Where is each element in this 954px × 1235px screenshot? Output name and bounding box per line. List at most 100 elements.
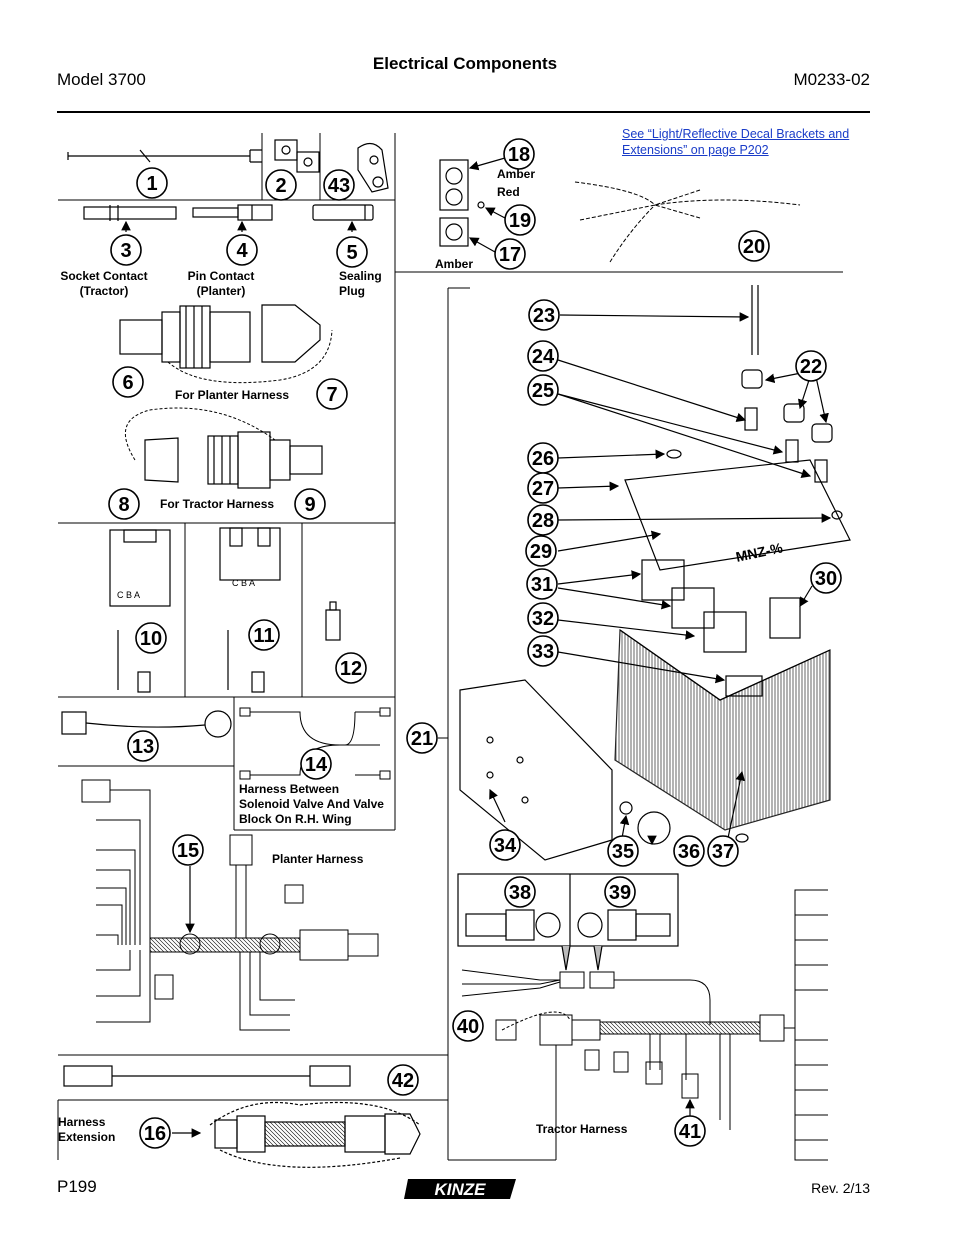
callout-13-num: 13 — [132, 736, 154, 758]
callout-6 — [112, 366, 144, 398]
callout-41 — [674, 1115, 706, 1147]
callout-36 — [673, 835, 705, 867]
callout-32 — [527, 602, 559, 634]
callout-14-num: 14 — [305, 754, 328, 776]
callout-29-num: 29 — [530, 541, 552, 563]
callout-28-num: 28 — [532, 510, 554, 532]
callout-7-num: 7 — [326, 384, 337, 406]
callout-31 — [526, 568, 558, 600]
callout-33-num: 33 — [532, 641, 554, 663]
callout-35 — [607, 835, 639, 867]
callout-30-num: 30 — [815, 568, 837, 590]
document-code: M0233-02 — [793, 70, 870, 89]
reference-link-line1: See “Light/Reflective Decal Brackets and — [622, 127, 850, 141]
callout-19-num: 19 — [509, 210, 531, 232]
callout-12 — [335, 652, 367, 684]
callout-21-num: 21 — [411, 728, 433, 750]
callout-9-num: 9 — [304, 494, 315, 516]
callout-20-num: 20 — [743, 236, 765, 258]
callout-11-num: 11 — [253, 625, 274, 647]
label-pin-contact-line1: Pin Contact — [187, 269, 255, 283]
revision: Rev. 2/13 — [811, 1180, 870, 1196]
callout-38-num: 38 — [509, 882, 531, 904]
label-sealing-plug-line2: Plug — [339, 284, 365, 298]
callout-6-num: 6 — [122, 372, 133, 394]
callout-25 — [527, 374, 559, 406]
header-rule — [57, 111, 870, 113]
callout-28 — [527, 504, 559, 536]
callout-18-num: 18 — [508, 144, 530, 166]
callout-20 — [738, 230, 770, 262]
callout-19 — [504, 204, 536, 236]
callout-5-num: 5 — [346, 242, 357, 264]
label-pin-contact: Pin Contact (Planter) — [176, 269, 266, 299]
grid-lines — [57, 133, 843, 1161]
callout-39 — [604, 876, 636, 908]
callout-10 — [135, 622, 167, 654]
callout-11 — [248, 619, 280, 651]
callout-24-num: 24 — [532, 346, 555, 368]
callout-15-num: 15 — [177, 840, 199, 862]
label-harness-between-line3: Block On R.H. Wing — [239, 812, 352, 826]
callout-9 — [294, 488, 326, 520]
label-for-planter-harness: For Planter Harness — [175, 388, 290, 402]
callout-34-num: 34 — [494, 835, 517, 857]
callout-7 — [316, 378, 348, 410]
label-harness-between: Harness Between Solenoid Valve And Valve… — [239, 782, 384, 827]
callout-2 — [265, 169, 297, 201]
label-harness-extension-line2: Extension — [58, 1130, 116, 1144]
callout-16-num: 16 — [144, 1123, 166, 1145]
callout-18 — [503, 138, 535, 170]
label-sealing-plug: Sealing Plug — [339, 269, 382, 299]
callout-15 — [172, 834, 204, 866]
callout-1 — [136, 167, 168, 199]
callout-26-num: 26 — [532, 448, 554, 470]
callout-14 — [300, 748, 332, 780]
callout-2-num: 2 — [275, 175, 286, 197]
reference-link-line2: Extensions” on page P202 — [622, 143, 769, 157]
callout-36-num: 36 — [678, 841, 700, 863]
callout-4-num: 4 — [236, 240, 248, 262]
callout-5 — [336, 236, 368, 268]
callout-1-num: 1 — [146, 173, 157, 195]
callout-17 — [494, 238, 526, 270]
callout-42-num: 42 — [392, 1070, 414, 1092]
label-socket-contact: Socket Contact (Tractor) — [54, 269, 154, 299]
callout-40-num: 40 — [457, 1016, 479, 1038]
callout-16 — [139, 1117, 171, 1149]
callout-22 — [795, 350, 827, 382]
callout-23-num: 23 — [533, 305, 555, 327]
callout-37 — [707, 835, 739, 867]
callout-12-num: 12 — [340, 658, 362, 680]
callout-8 — [108, 488, 140, 520]
callout-43 — [323, 169, 355, 201]
label-pin-contact-line2: (Planter) — [196, 284, 246, 298]
callout-35-num: 35 — [612, 841, 634, 863]
callout-25-num: 25 — [532, 380, 554, 402]
label-harness-between-line2: Solenoid Valve And Valve — [239, 797, 384, 811]
callout-37-num: 37 — [712, 841, 734, 863]
callout-41-num: 41 — [679, 1121, 701, 1143]
label-harness-extension: Harness Extension — [58, 1115, 115, 1145]
label-harness-extension-line1: Harness — [58, 1115, 106, 1129]
callout-40 — [452, 1010, 484, 1042]
label-amber-bottom: Amber — [435, 257, 474, 271]
connector-10-label: C B A — [117, 590, 140, 600]
label-amber-top: Amber — [497, 167, 536, 181]
callout-13 — [127, 730, 159, 762]
page-title: Electrical Components — [372, 54, 558, 73]
connector-11-label: C B A — [232, 578, 255, 588]
callout-21 — [406, 722, 438, 754]
callout-39-num: 39 — [609, 882, 631, 904]
label-planter-harness: Planter Harness — [272, 852, 364, 866]
label-tractor-harness: Tractor Harness — [536, 1122, 628, 1136]
callout-3-num: 3 — [120, 240, 131, 262]
reference-link[interactable]: See “Light/Reflective Decal Brackets and… — [622, 126, 849, 158]
label-socket-contact-line2: (Tractor) — [79, 284, 129, 298]
model-label: Model 3700 — [57, 70, 146, 89]
callout-42 — [387, 1064, 419, 1096]
callout-34 — [489, 829, 521, 861]
callout-30 — [810, 562, 842, 594]
kinze-logo-text: KINZE — [435, 1180, 487, 1199]
label-sealing-plug-line1: Sealing — [339, 269, 382, 283]
